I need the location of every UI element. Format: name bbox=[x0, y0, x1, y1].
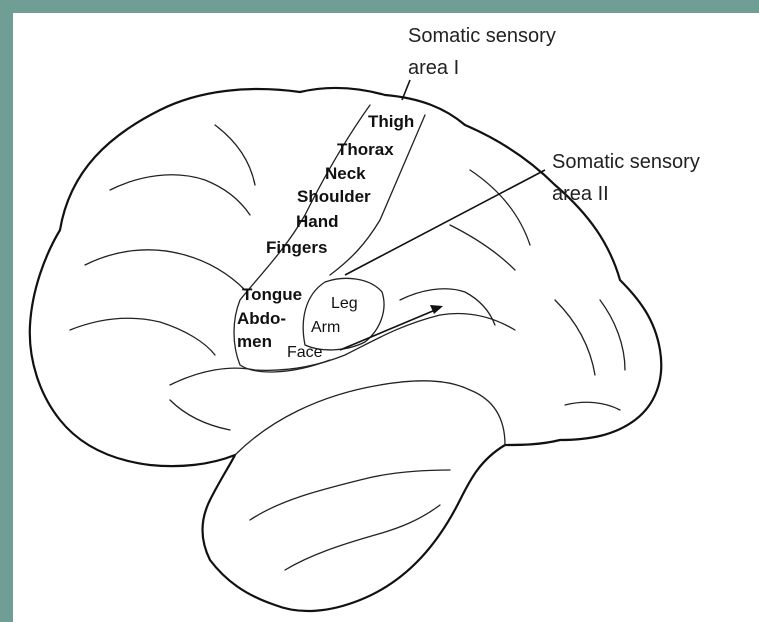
label-arm: Arm bbox=[311, 319, 340, 336]
occipital-sulcus-2 bbox=[600, 300, 625, 370]
label-thorax: Thorax bbox=[337, 140, 394, 159]
frontal-sulcus-5 bbox=[170, 400, 230, 430]
label-shoulder: Shoulder bbox=[297, 187, 371, 206]
area-two-arrowhead bbox=[430, 305, 443, 314]
occipital-sulcus-3 bbox=[565, 402, 620, 410]
callout-area-two-line1: Somatic sensory bbox=[552, 151, 700, 173]
area-two-leader bbox=[345, 170, 545, 275]
temporal-fold-2 bbox=[285, 505, 440, 570]
label-hand: Hand bbox=[296, 212, 339, 231]
label-abdo: Abdo- bbox=[237, 309, 286, 328]
callout-area-one-line1: Somatic sensory bbox=[408, 25, 556, 47]
label-face: Face bbox=[287, 344, 323, 361]
temporal-lobe-contour bbox=[235, 381, 505, 455]
callout-area-one-line2: area I bbox=[408, 57, 459, 79]
area-two-boundary bbox=[303, 278, 384, 350]
label-neck: Neck bbox=[325, 164, 366, 183]
label-thigh: Thigh bbox=[368, 112, 414, 131]
area-two-arrow-line bbox=[340, 308, 440, 350]
temporal-lower-fold bbox=[250, 470, 450, 520]
parietal-sulcus-2 bbox=[450, 225, 515, 270]
frontal-sulcus-4 bbox=[215, 125, 255, 185]
frontal-sulcus-2 bbox=[85, 250, 245, 290]
callout-area-two-line2: area II bbox=[552, 183, 609, 205]
frontal-sulcus-3 bbox=[70, 318, 215, 355]
occipital-sulcus-1 bbox=[555, 300, 595, 375]
label-men: men bbox=[237, 332, 272, 351]
label-tongue: Tongue bbox=[242, 285, 302, 304]
label-fingers: Fingers bbox=[266, 238, 327, 257]
frontal-sulcus-1 bbox=[110, 175, 250, 215]
label-leg: Leg bbox=[331, 295, 358, 312]
parietal-sulcus-1 bbox=[470, 170, 530, 245]
